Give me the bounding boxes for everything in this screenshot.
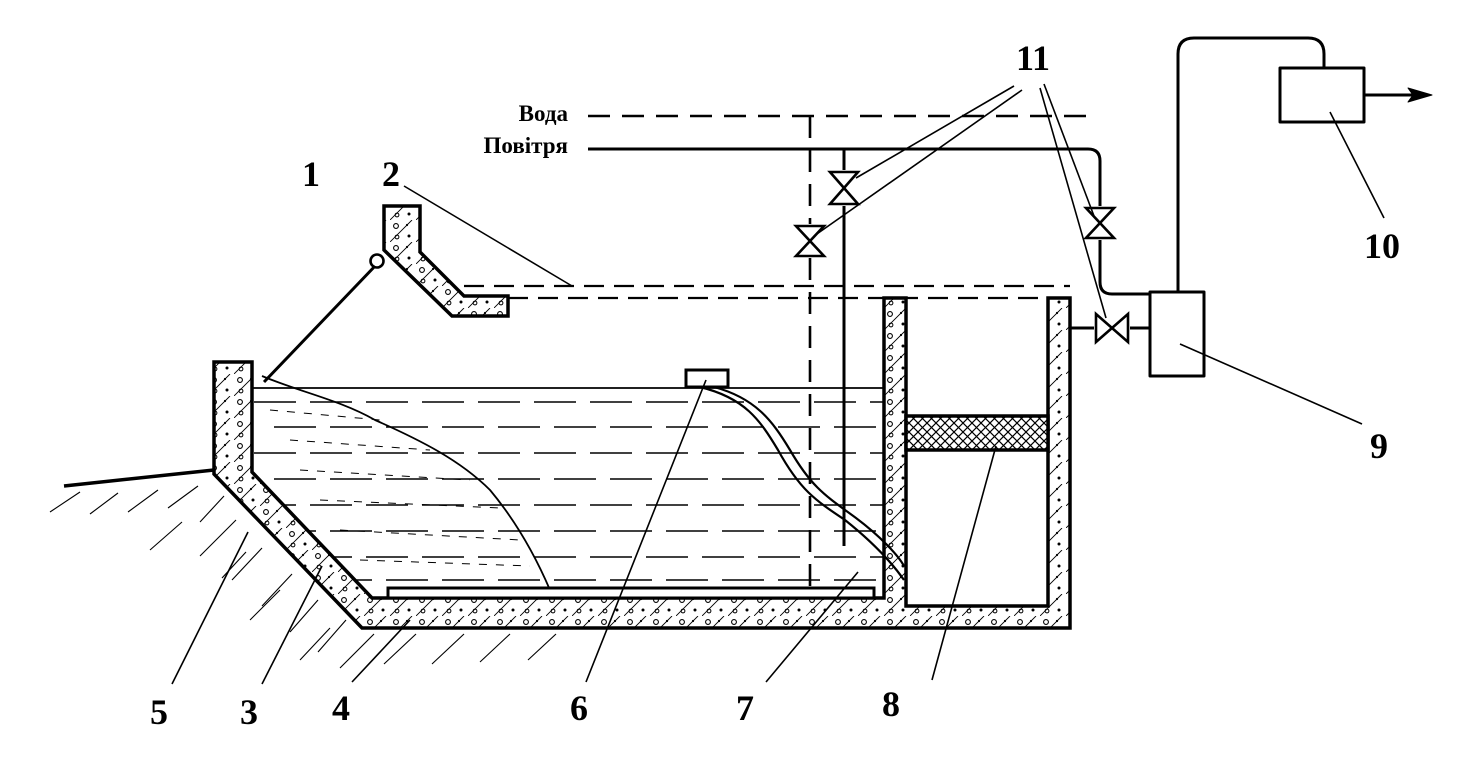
callout-4: 4 [332, 688, 350, 728]
callout-10: 10 [1364, 226, 1400, 266]
leader-lines [171, 83, 1385, 685]
callout-8: 8 [882, 684, 900, 724]
unit-9 [1148, 290, 1206, 378]
water [252, 375, 884, 591]
valve-air-right [1083, 206, 1117, 240]
ground [49, 468, 557, 669]
equipment [1148, 36, 1433, 378]
valves [793, 170, 1130, 345]
callout-9: 9 [1370, 426, 1388, 466]
callout-5: 5 [150, 692, 168, 732]
unit-10 [1278, 66, 1366, 124]
air-supply-line [588, 147, 1150, 546]
water-line-label: Вода [518, 101, 568, 126]
basin-concrete [212, 296, 1072, 630]
callout-1: 1 [302, 154, 320, 194]
callout-2: 2 [382, 154, 400, 194]
callout-3: 3 [240, 692, 258, 732]
float-and-hose [684, 368, 905, 581]
air-line-label: Повітря [483, 133, 568, 158]
valve-horizontal [1094, 311, 1130, 345]
water-supply-line [588, 114, 1096, 586]
callout-6: 6 [570, 688, 588, 728]
mesh-plate [904, 414, 1050, 452]
valve-air-vertical [827, 170, 861, 206]
valve-water-vertical [793, 224, 827, 258]
callout-11: 11 [1016, 38, 1051, 78]
tilting-cover [262, 204, 1070, 384]
bottom-aerator-pipe [386, 586, 876, 600]
callout-7: 7 [736, 688, 754, 728]
